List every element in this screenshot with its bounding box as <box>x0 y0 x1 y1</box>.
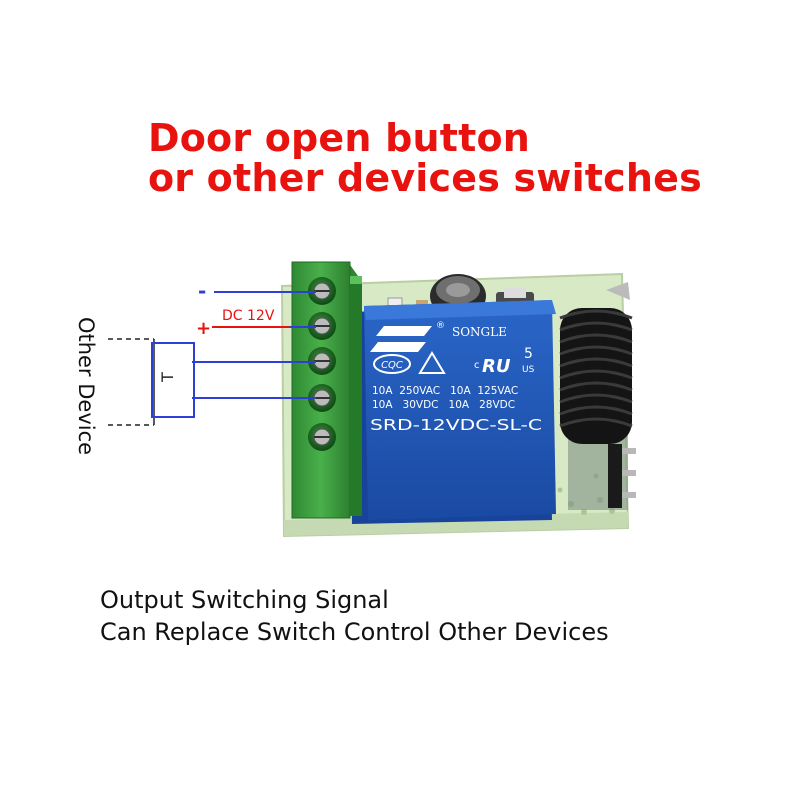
terminal-screw-5 <box>308 423 336 451</box>
terminal-screw-1 <box>308 277 336 305</box>
terminal-block <box>291 261 362 519</box>
relay-registered-mark: ® <box>436 321 445 331</box>
plus-sign: + <box>196 318 211 339</box>
relay-rating-1: 10A 250VAC 10A 125VAC <box>372 385 518 397</box>
switch-symbol: T <box>158 372 177 383</box>
caption: Output Switching Signal Can Replace Swit… <box>100 584 609 648</box>
ul-mark-c: c <box>474 360 480 371</box>
relay: SONGLE ® CQC c RU US 5 10A 250VAC 10A 12… <box>348 300 556 524</box>
headline: Door open button or other devices switch… <box>148 118 702 198</box>
terminal-screw-3 <box>308 347 336 375</box>
other-device-label: Other Device <box>74 316 98 456</box>
terminal-screw-4 <box>308 384 336 412</box>
songle-logo-icon <box>370 326 432 352</box>
other-device-switch: T <box>108 338 195 426</box>
caption-line-2: Can Replace Switch Control Other Devices <box>100 618 609 646</box>
relay-brand: SONGLE <box>452 325 507 339</box>
wiring: - + DC 12V <box>192 279 316 399</box>
antenna-coil <box>559 282 636 510</box>
relay-model: SRD-12VDC-SL-C <box>370 416 542 434</box>
caption-line-1: Output Switching Signal <box>100 586 389 614</box>
cqc-mark-text: CQC <box>381 360 403 371</box>
ul-mark-number: 5 <box>524 346 533 362</box>
warning-triangle-icon <box>418 351 446 374</box>
ul-mark-icon: c RU US 5 <box>474 346 535 377</box>
minus-sign: - <box>198 279 206 303</box>
relay-rating-2: 10A 30VDC 10A 28VDC <box>372 399 515 411</box>
terminal-screw-2 <box>308 312 336 340</box>
headline-line-2: or other devices switches <box>148 156 702 200</box>
headline-line-1: Door open button <box>148 116 531 160</box>
dc-voltage-label: DC 12V <box>222 308 275 324</box>
ul-mark-us: US <box>522 365 535 375</box>
ul-mark-letters: RU <box>482 356 511 377</box>
cqc-mark-icon: CQC <box>373 354 411 374</box>
